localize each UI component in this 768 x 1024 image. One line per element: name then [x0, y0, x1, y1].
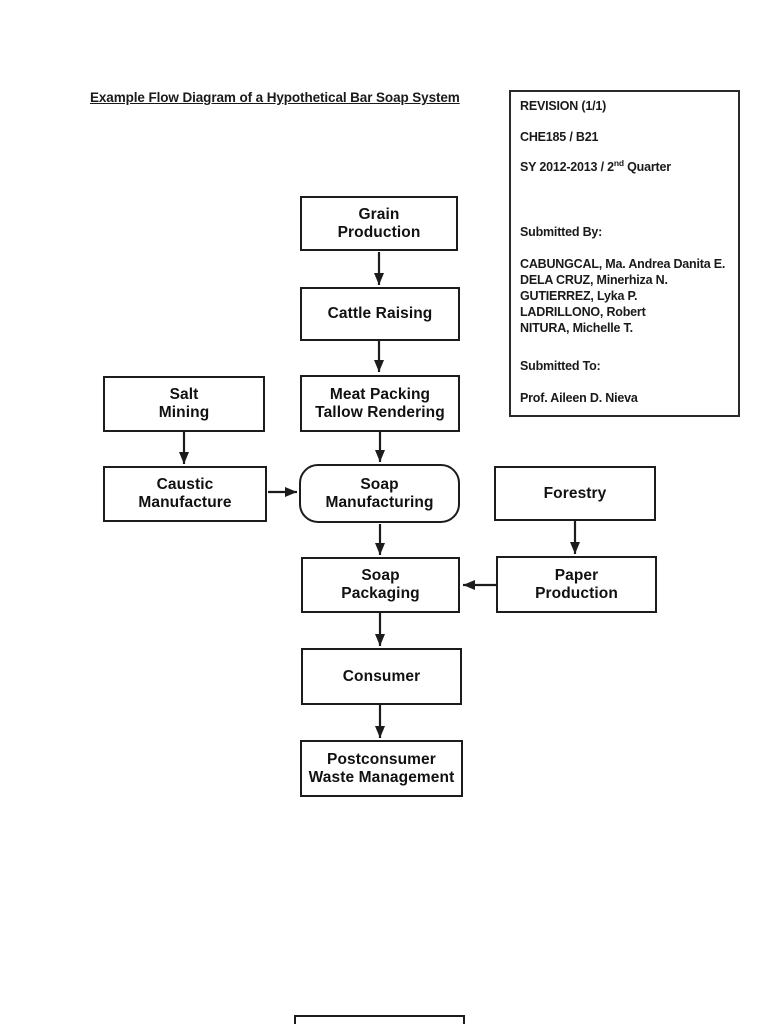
- page-title: Example Flow Diagram of a Hypothetical B…: [90, 90, 460, 105]
- node-label: Paper Production: [535, 566, 618, 602]
- node-label: Soap Packaging: [341, 567, 420, 602]
- author-name: GUTIERREZ, Lyka P.: [520, 289, 638, 303]
- author-name: CABUNGCAL, Ma. Andrea Danita E.: [520, 257, 726, 271]
- node-label: Postconsumer Waste Management: [308, 750, 455, 786]
- node-consumer: Consumer: [301, 648, 462, 705]
- title-block: REVISION (1/1) CHE185 / B21 SY 2012-2013…: [509, 90, 740, 417]
- submitted-by-label: Submitted By:: [520, 225, 603, 239]
- node-soap-packaging: Soap Packaging: [301, 557, 460, 613]
- node-cattle-raising: Cattle Raising: [300, 287, 460, 341]
- submitted-by-list: CABUNGCAL, Ma. Andrea Danita E. DELA CRU…: [520, 256, 734, 336]
- ordinal-superscript: nd: [613, 157, 624, 168]
- node-forestry: Forestry: [494, 466, 656, 521]
- node-paper-production: Paper Production: [496, 556, 657, 613]
- node-grain-production: Grain Production: [300, 196, 458, 251]
- node-postconsumer-waste-management: Postconsumer Waste Management: [300, 740, 463, 797]
- node-caustic-manufacture: Caustic Manufacture: [103, 466, 267, 522]
- node-label: Grain Production: [337, 205, 421, 241]
- node-label: Salt Mining: [158, 386, 210, 421]
- author-name: LADRILLONO, Robert: [520, 305, 646, 319]
- node-salt-mining: Salt Mining: [103, 376, 265, 432]
- node-label: Consumer: [342, 667, 421, 685]
- author-name: DELA CRUZ, Minerhiza N.: [520, 273, 668, 287]
- professor-name: Prof. Aileen D. Nieva: [520, 391, 638, 405]
- revision-text: REVISION (1/1): [520, 99, 607, 113]
- node-next-page-partial-box: [294, 1015, 465, 1024]
- node-label: Forestry: [543, 484, 607, 502]
- node-soap-manufacturing: Soap Manufacturing: [299, 464, 460, 523]
- node-label: Cattle Raising: [327, 305, 433, 322]
- course-code: CHE185 / B21: [520, 130, 599, 144]
- submitted-to-label: Submitted To:: [520, 359, 601, 373]
- author-name: NITURA, Michelle T.: [520, 321, 633, 335]
- node-label: Meat Packing Tallow Rendering: [315, 385, 445, 421]
- node-label: Caustic Manufacture: [138, 476, 232, 511]
- node-meat-packing-tallow-rendering: Meat Packing Tallow Rendering: [300, 375, 460, 432]
- school-year-quarter: SY 2012-2013 / 2nd Quarter: [520, 157, 671, 174]
- node-label: Soap Manufacturing: [325, 475, 434, 511]
